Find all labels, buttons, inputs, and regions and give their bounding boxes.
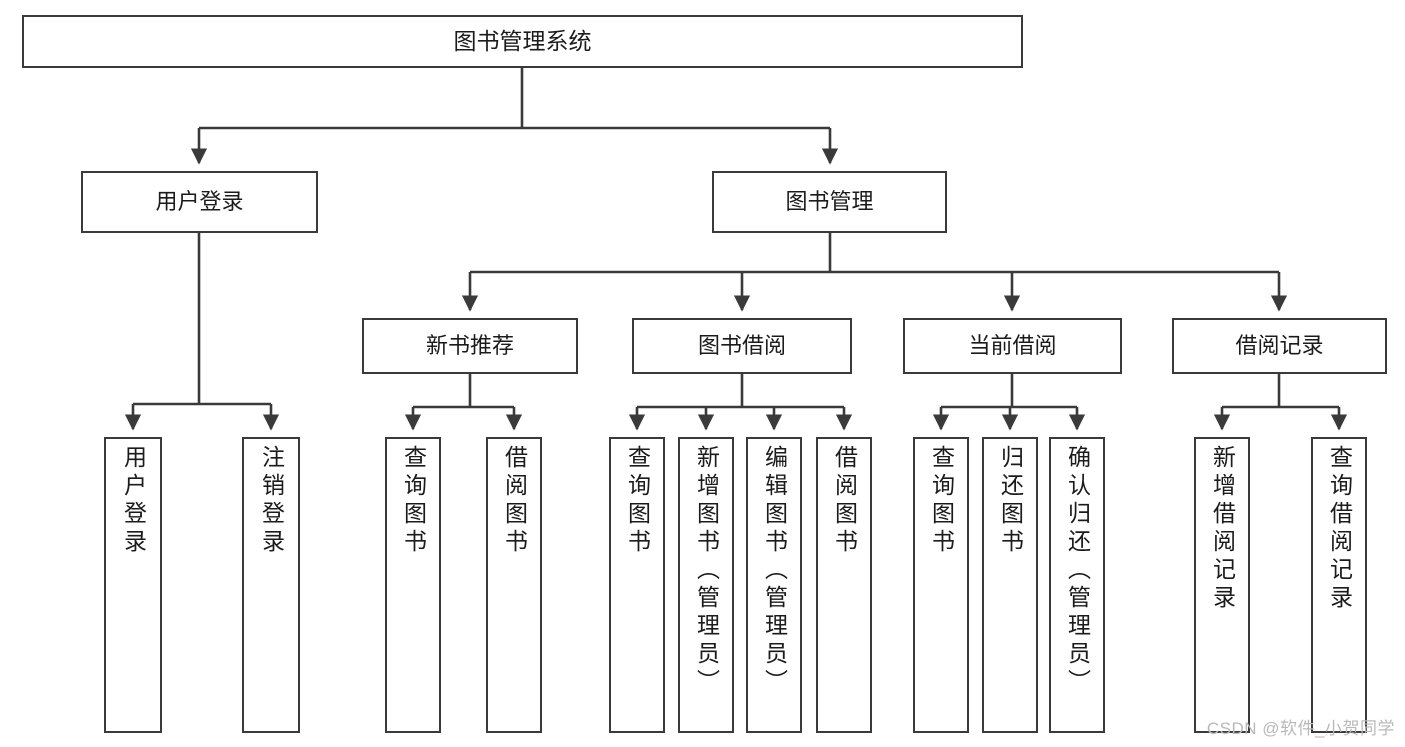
node-new-book-rec-label: 新书推荐 [425, 333, 514, 359]
node-leaf-borrow-lend[interactable]: 借阅图书 [816, 437, 872, 733]
node-leaf-cur-confirm-label: 确认归还（管理员） [1064, 445, 1091, 697]
node-leaf-cur-return-label: 归还图书 [997, 445, 1024, 557]
node-leaf-rec-query-record[interactable]: 查询借阅记录 [1311, 437, 1367, 733]
node-leaf-user-login-label: 用户登录 [120, 445, 147, 557]
node-leaf-rec-add[interactable]: 新增借阅记录 [1194, 437, 1250, 733]
node-user-login[interactable]: 用户登录 [81, 171, 318, 233]
node-leaf-borrow-edit-label: 编辑图书（管理员） [761, 445, 788, 697]
node-leaf-borrow-add[interactable]: 新增图书（管理员） [678, 437, 734, 733]
node-leaf-rec-query-record-label: 查询借阅记录 [1326, 445, 1353, 613]
node-book-manage-label: 图书管理 [785, 189, 874, 215]
node-leaf-cur-query-label: 查询图书 [928, 445, 955, 557]
node-current-borrow-label: 当前借阅 [968, 333, 1057, 359]
node-leaf-user-logout[interactable]: 注销登录 [242, 437, 300, 733]
node-book-manage[interactable]: 图书管理 [712, 171, 947, 233]
node-borrow-record[interactable]: 借阅记录 [1172, 318, 1387, 374]
node-leaf-borrow-add-label: 新增图书（管理员） [693, 445, 720, 697]
node-leaf-user-login[interactable]: 用户登录 [104, 437, 162, 733]
node-root[interactable]: 图书管理系统 [22, 15, 1023, 68]
node-leaf-borrow-query[interactable]: 查询图书 [609, 437, 665, 733]
node-new-book-rec[interactable]: 新书推荐 [362, 318, 578, 374]
node-borrow-record-label: 借阅记录 [1235, 333, 1324, 359]
node-leaf-borrow-query-label: 查询图书 [624, 445, 651, 557]
node-leaf-rec-borrow-label: 借阅图书 [501, 445, 528, 557]
node-leaf-cur-return[interactable]: 归还图书 [982, 437, 1038, 733]
node-user-login-label: 用户登录 [155, 189, 244, 215]
node-leaf-rec-borrow[interactable]: 借阅图书 [486, 437, 542, 733]
node-leaf-rec-query-label: 查询图书 [400, 445, 427, 557]
node-book-borrow[interactable]: 图书借阅 [632, 318, 852, 374]
watermark: CSDN @软件_小贺同学 [1206, 719, 1395, 738]
node-root-label: 图书管理系统 [453, 27, 592, 54]
node-book-borrow-label: 图书借阅 [697, 333, 786, 359]
node-leaf-rec-add-label: 新增借阅记录 [1209, 445, 1236, 613]
node-leaf-cur-confirm[interactable]: 确认归还（管理员） [1049, 437, 1105, 733]
node-leaf-rec-query[interactable]: 查询图书 [385, 437, 441, 733]
node-leaf-user-logout-label: 注销登录 [258, 445, 285, 557]
node-leaf-borrow-lend-label: 借阅图书 [831, 445, 858, 557]
node-leaf-borrow-edit[interactable]: 编辑图书（管理员） [746, 437, 802, 733]
node-current-borrow[interactable]: 当前借阅 [903, 318, 1122, 374]
node-leaf-cur-query[interactable]: 查询图书 [913, 437, 969, 733]
